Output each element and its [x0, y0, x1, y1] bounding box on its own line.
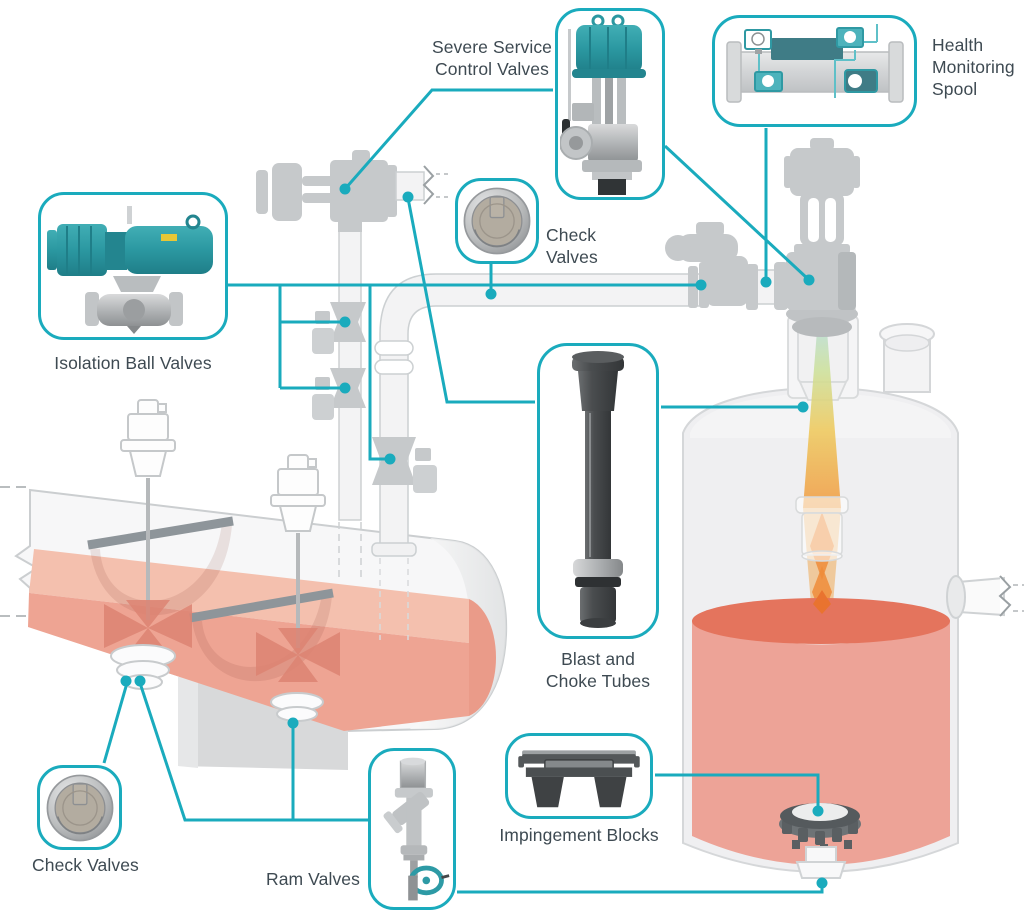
impingement-block-image: [518, 750, 640, 808]
label-check-valves-top: Check Valves: [546, 224, 616, 268]
health-monitoring-spool-image: [725, 24, 904, 103]
left-inlet-valves: [120, 399, 326, 532]
check-valve-disc-image: [46, 774, 113, 841]
right-outlet-pipe: [946, 575, 1024, 619]
vessel-top-valve-silhouettes: [665, 138, 860, 337]
callout-blast-choke-tubes: [537, 343, 659, 639]
label-line: Valves: [546, 247, 598, 268]
callout-ram-valves: [368, 748, 456, 910]
vessel-bottom-drain: [795, 846, 847, 879]
callout-check-valves-top: [455, 178, 539, 264]
label-line: Control Valves: [435, 59, 549, 80]
callout-health-monitoring-spool: [712, 15, 917, 127]
label-line: Check: [546, 225, 597, 245]
label-health-monitoring-spool: Health Monitoring Spool: [932, 34, 1024, 100]
label-blast-choke-tubes: Blast and Choke Tubes: [527, 648, 669, 692]
center-piping: [312, 227, 702, 640]
top-manifold-valve-silhouette: [256, 150, 450, 232]
label-line: Health: [932, 35, 984, 55]
label-line: Severe Service: [431, 37, 553, 57]
label-line: Choke Tubes: [545, 671, 651, 692]
label-impingement-blocks: Impingement Blocks: [499, 825, 659, 845]
label-line: Monitoring: [932, 57, 1015, 78]
callout-severe-service-control-valves: [555, 8, 665, 200]
check-valve-disc-image: [463, 187, 531, 255]
connector-dots: [120, 183, 828, 889]
label-ram-valves: Ram Valves: [265, 869, 360, 889]
right-vessel-liquid: [692, 590, 950, 865]
severe-service-valve-image: [560, 14, 646, 195]
label-line: Spool: [932, 79, 978, 100]
label-severe-service-control-valves: Severe Service Control Valves: [428, 36, 556, 80]
ram-valve-image: [383, 757, 450, 901]
actuated-ball-valve-image: [47, 206, 213, 334]
callout-impingement-blocks: [505, 733, 653, 819]
label-line: Blast and: [561, 649, 635, 669]
left-vessel-drains: [110, 644, 324, 722]
vessel-internals: [104, 478, 340, 682]
label-isolation-ball-valves: Isolation Ball Valves: [54, 353, 212, 373]
label-check-valves-bottom: Check Valves: [32, 855, 139, 875]
callout-check-valves-bottom: [37, 765, 122, 850]
blast-choke-tube-image: [572, 351, 624, 628]
callout-isolation-ball-valves: [38, 192, 228, 340]
choke-tube-in-vessel: [795, 496, 849, 562]
